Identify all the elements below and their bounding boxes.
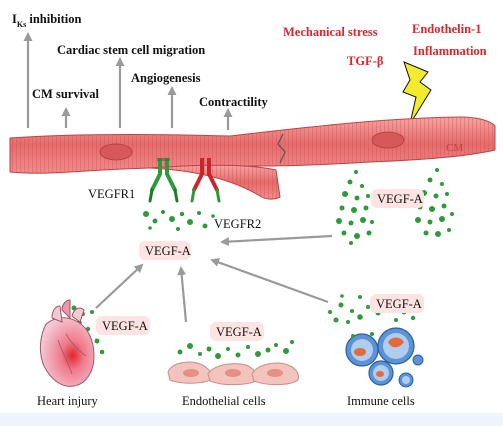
heart-icon <box>39 299 95 387</box>
vegf-heart-label: VEGF-A <box>102 319 148 333</box>
vegf-pill-center: VEGF-A <box>139 241 191 260</box>
endothelial-cells-icon <box>167 361 299 386</box>
vegf-pill-heart: VEGF-A <box>96 316 150 335</box>
vegf-dots-endothelial <box>177 340 294 359</box>
arrow-heart-to-vegf <box>95 263 144 309</box>
vegf-dots-receptor <box>143 210 215 231</box>
immune-cells-icon <box>345 327 424 388</box>
vegf-center-label: VEGF-A <box>145 244 191 258</box>
vegf-endothelial-label: VEGF-A <box>216 325 262 339</box>
heart-injury-label: Heart injury <box>37 394 98 408</box>
cm-survival-label: CM survival <box>32 87 100 101</box>
arrow-endo-to-vegf <box>177 266 188 323</box>
contractility-label: Contractility <box>199 95 268 109</box>
vegfr2-receptor <box>190 158 221 203</box>
cardiac-stem-cell-migration-label: Cardiac stem cell migration <box>57 43 205 57</box>
vegf-pill-endothelial: VEGF-A <box>210 322 264 341</box>
lightning-icon <box>402 61 432 125</box>
cm-nucleus-right <box>371 131 405 149</box>
angiogenesis-label: Angiogenesis <box>131 71 201 85</box>
cm-label: CM <box>446 142 463 154</box>
bottom-strip <box>0 413 503 426</box>
effect-arrows <box>23 32 233 130</box>
vegf-cm-label: VEGF-A <box>377 192 423 206</box>
vegf-immune-label: VEGF-A <box>376 297 422 311</box>
vegf-pill-immune: VEGF-A <box>370 294 424 313</box>
cm-nucleus-left <box>99 143 133 161</box>
endothelin-label: Endothelin-1 <box>412 22 481 36</box>
vegfr1-receptor <box>148 158 179 203</box>
vegfr2-label: VEGFR2 <box>214 217 261 231</box>
cardiomyocyte-fiber: CM <box>9 116 496 200</box>
arrow-immune-to-vegf <box>210 258 329 304</box>
inflammation-label: Inflammation <box>413 44 487 58</box>
endothelial-cells-label: Endothelial cells <box>182 394 266 408</box>
convergence-arrows <box>95 234 333 323</box>
vegf-dots-cm-left <box>336 170 374 245</box>
immune-cells-label: Immune cells <box>347 394 415 408</box>
tgf-beta-label: TGF-β <box>347 54 384 68</box>
vegfr1-label: VEGFR1 <box>88 187 135 201</box>
vegf-pill-cm: VEGF-A <box>371 189 424 208</box>
arrow-cm-to-vegf <box>220 234 333 247</box>
mechanical-stress-label: Mechanical stress <box>283 25 378 39</box>
iks-inhibition-label: IKs inhibition <box>12 12 82 29</box>
intercalated-disc <box>277 133 286 164</box>
